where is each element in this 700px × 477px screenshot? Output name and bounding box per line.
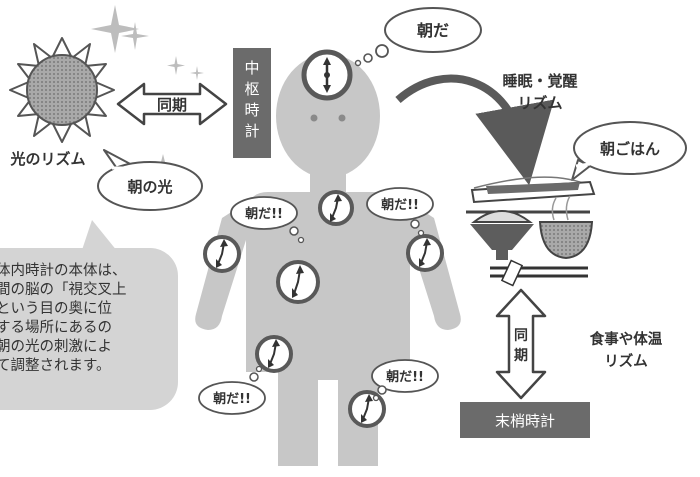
eye-left (310, 114, 318, 122)
sync-vertical-char-2: 期 (514, 348, 528, 364)
peripheral-clock-label: 末梢時計 (495, 412, 555, 430)
sparkle-icon (91, 5, 139, 53)
peripheral-clock-icons (203, 190, 444, 428)
meal-icon (466, 176, 596, 287)
sparkle-icon (121, 22, 149, 50)
breakfast-label: 朝ごはん (600, 140, 660, 158)
peripheral-clock-icon (276, 260, 320, 304)
excl-label: 朝だ!! (245, 206, 283, 222)
morning-light-bubble: 朝の光 (97, 149, 203, 211)
light-rhythm-label: 光のリズム (9, 150, 85, 168)
eye-right (338, 114, 346, 122)
sync-label-left: 同期 (157, 96, 187, 114)
peripheral-clock-icon (203, 235, 241, 273)
central-clock-icon (301, 49, 353, 101)
sparkle-icon (167, 56, 185, 75)
peripheral-clock-icon (318, 190, 354, 226)
meal-temperature-rhythm-line2: リズム (604, 352, 648, 370)
thought-bubble-excl: 朝だ!! (366, 187, 434, 237)
breakfast-bubble: 朝ごはん (571, 121, 687, 181)
thought-bubble-top: 朝だ (354, 7, 482, 67)
explanation-text: 体内時計の本体は、 間の脳の「視交叉上 という目の奥に位 する場所にあるの 朝の… (0, 263, 127, 374)
central-clock-label: 中 枢 時 計 (233, 58, 271, 142)
meal-temperature-rhythm-line1: 食事や体温 (590, 330, 663, 348)
thought-bubble-excl: 朝だ!! (371, 359, 439, 402)
peripheral-clock-icon (255, 335, 293, 373)
sync-double-arrow: 同期 (116, 82, 228, 126)
explanation-bubble (0, 220, 178, 410)
morning-light-label: 朝の光 (127, 178, 172, 196)
central-clock-char: 中 (244, 59, 260, 77)
curved-arrow (395, 74, 555, 186)
sync-vertical-char-1: 同 (514, 328, 528, 344)
central-clock-char: 計 (244, 122, 260, 140)
thought-bubble-excl: 朝だ!! (198, 365, 266, 415)
thought-bubble-excl: 朝だ!! (230, 196, 305, 244)
sync-double-arrow-vertical: 同 期 (495, 288, 547, 400)
sleep-wake-rhythm-line2: リズム (517, 94, 562, 112)
excl-label: 朝だ!! (381, 197, 419, 213)
excl-label: 朝だ!! (386, 369, 424, 385)
peripheral-clock-box (460, 402, 590, 438)
sparkle-icon (190, 66, 204, 80)
sleep-wake-rhythm-line1: 睡眠・覚醒 (502, 72, 577, 90)
bubble-morning-top: 朝だ (417, 21, 449, 40)
central-clock-char: 時 (244, 101, 260, 119)
excl-label: 朝だ!! (213, 391, 251, 407)
sun-icon (9, 37, 115, 143)
central-clock-box (233, 48, 271, 158)
peripheral-clock-icon (406, 234, 444, 272)
central-clock-char: 枢 (244, 80, 260, 98)
